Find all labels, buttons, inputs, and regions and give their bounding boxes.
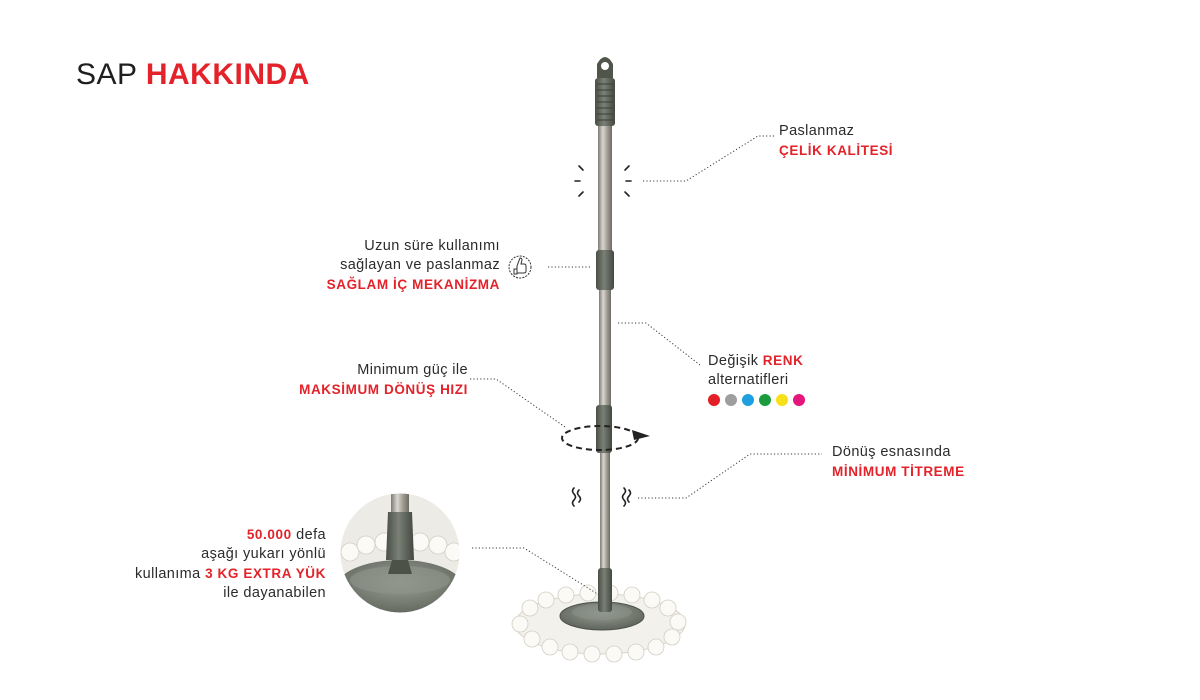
feature-durability-count: 50.000	[246, 527, 292, 542]
feature-steel-highlight: ÇELİK KALİTESİ	[779, 143, 894, 158]
feature-mechanism-highlight: SAĞLAM İÇ MEKANİZMA	[326, 277, 500, 292]
mop-handle-grip	[595, 57, 615, 126]
color-swatch-1	[708, 394, 720, 406]
strength-spark-icon	[574, 165, 632, 197]
color-swatch-4	[759, 394, 771, 406]
feature-rotation-line1: Minimum güç ile	[357, 362, 468, 378]
feature-steel-quality: Paslanmaz ÇELİK KALİTESİ	[779, 122, 893, 160]
feature-steel-line1: Paslanmaz	[779, 123, 855, 139]
feature-mechanism-line1: Uzun süre kullanımı	[364, 238, 500, 254]
mop-joints	[596, 250, 614, 612]
feature-colors-prefix: Değişik	[708, 353, 759, 369]
mop-pole	[598, 80, 612, 590]
feature-vibration-line1: Dönüş esnasında	[832, 444, 951, 460]
joint-zoom-detail	[337, 490, 463, 616]
feature-durability-line4: ile dayanabilen	[223, 585, 326, 601]
page-title-part2: HAKKINDA	[145, 58, 310, 91]
feature-durability-count-suffix: defa	[296, 527, 326, 543]
feature-colors-line2: alternatifleri	[708, 372, 789, 388]
color-swatches	[708, 394, 805, 406]
thumbs-up-icon	[508, 255, 532, 279]
color-swatch-2	[725, 394, 737, 406]
feature-mechanism-line2: sağlayan ve paslanmaz	[340, 257, 500, 273]
feature-durability-line3-prefix: kullanıma	[134, 566, 201, 582]
feature-minimal-vibration: Dönüş esnasında MİNİMUM TİTREME	[832, 443, 965, 481]
color-swatch-6	[793, 394, 805, 406]
feature-vibration-highlight: MİNİMUM TİTREME	[832, 464, 965, 479]
leader-lines	[470, 135, 822, 594]
page-title-part1: SAP	[76, 58, 137, 91]
page-title: SAP HAKKINDA	[76, 58, 310, 92]
feature-durability-line2: aşağı yukarı yönlü	[201, 546, 326, 562]
feature-durability-highlight: 3 KG EXTRA YÜK	[205, 566, 326, 581]
vibration-icon	[571, 487, 632, 507]
feature-durability: 50.000 defa aşağı yukarı yönlü kullanıma…	[90, 525, 326, 603]
color-swatch-3	[742, 394, 754, 406]
color-swatch-5	[776, 394, 788, 406]
rotation-arrow-icon	[561, 425, 650, 451]
feature-rotation-speed: Minimum güç ile MAKSİMUM DÖNÜŞ HIZI	[240, 361, 468, 399]
feature-color-options: Değişik RENK alternatifleri	[708, 351, 803, 390]
feature-rotation-highlight: MAKSİMUM DÖNÜŞ HIZI	[299, 382, 468, 397]
feature-inner-mechanism: Uzun süre kullanımı sağlayan ve paslanma…	[270, 237, 500, 294]
feature-colors-highlight: RENK	[762, 353, 804, 368]
